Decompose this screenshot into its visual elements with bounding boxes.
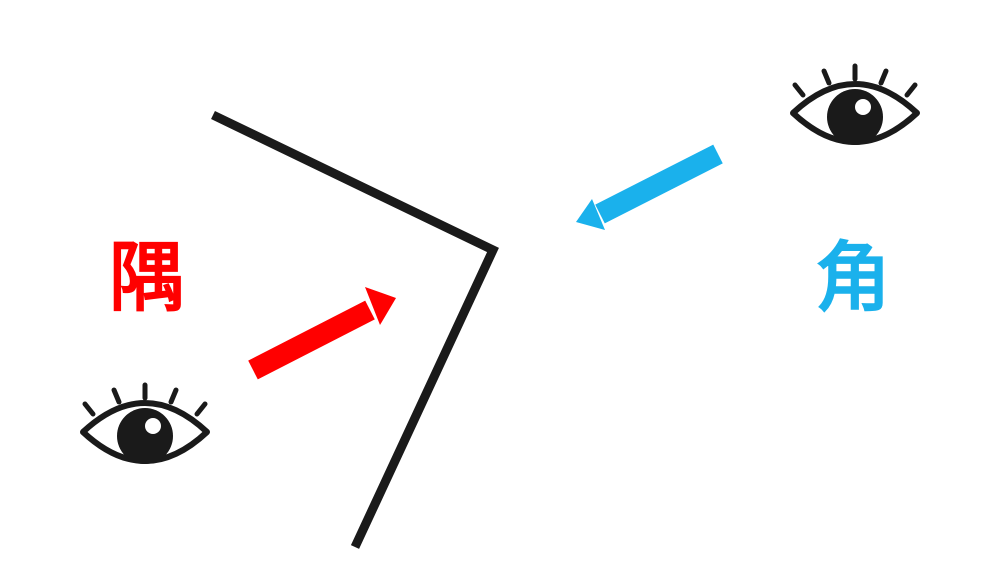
inside-label: 隅 — [109, 233, 185, 322]
inside-arrow — [248, 287, 396, 380]
outside-arrow — [576, 144, 723, 230]
corner-line — [211, 110, 499, 549]
eye-icon — [80, 382, 210, 464]
outside-label: 角 — [815, 233, 891, 322]
eye-icon — [790, 63, 920, 145]
